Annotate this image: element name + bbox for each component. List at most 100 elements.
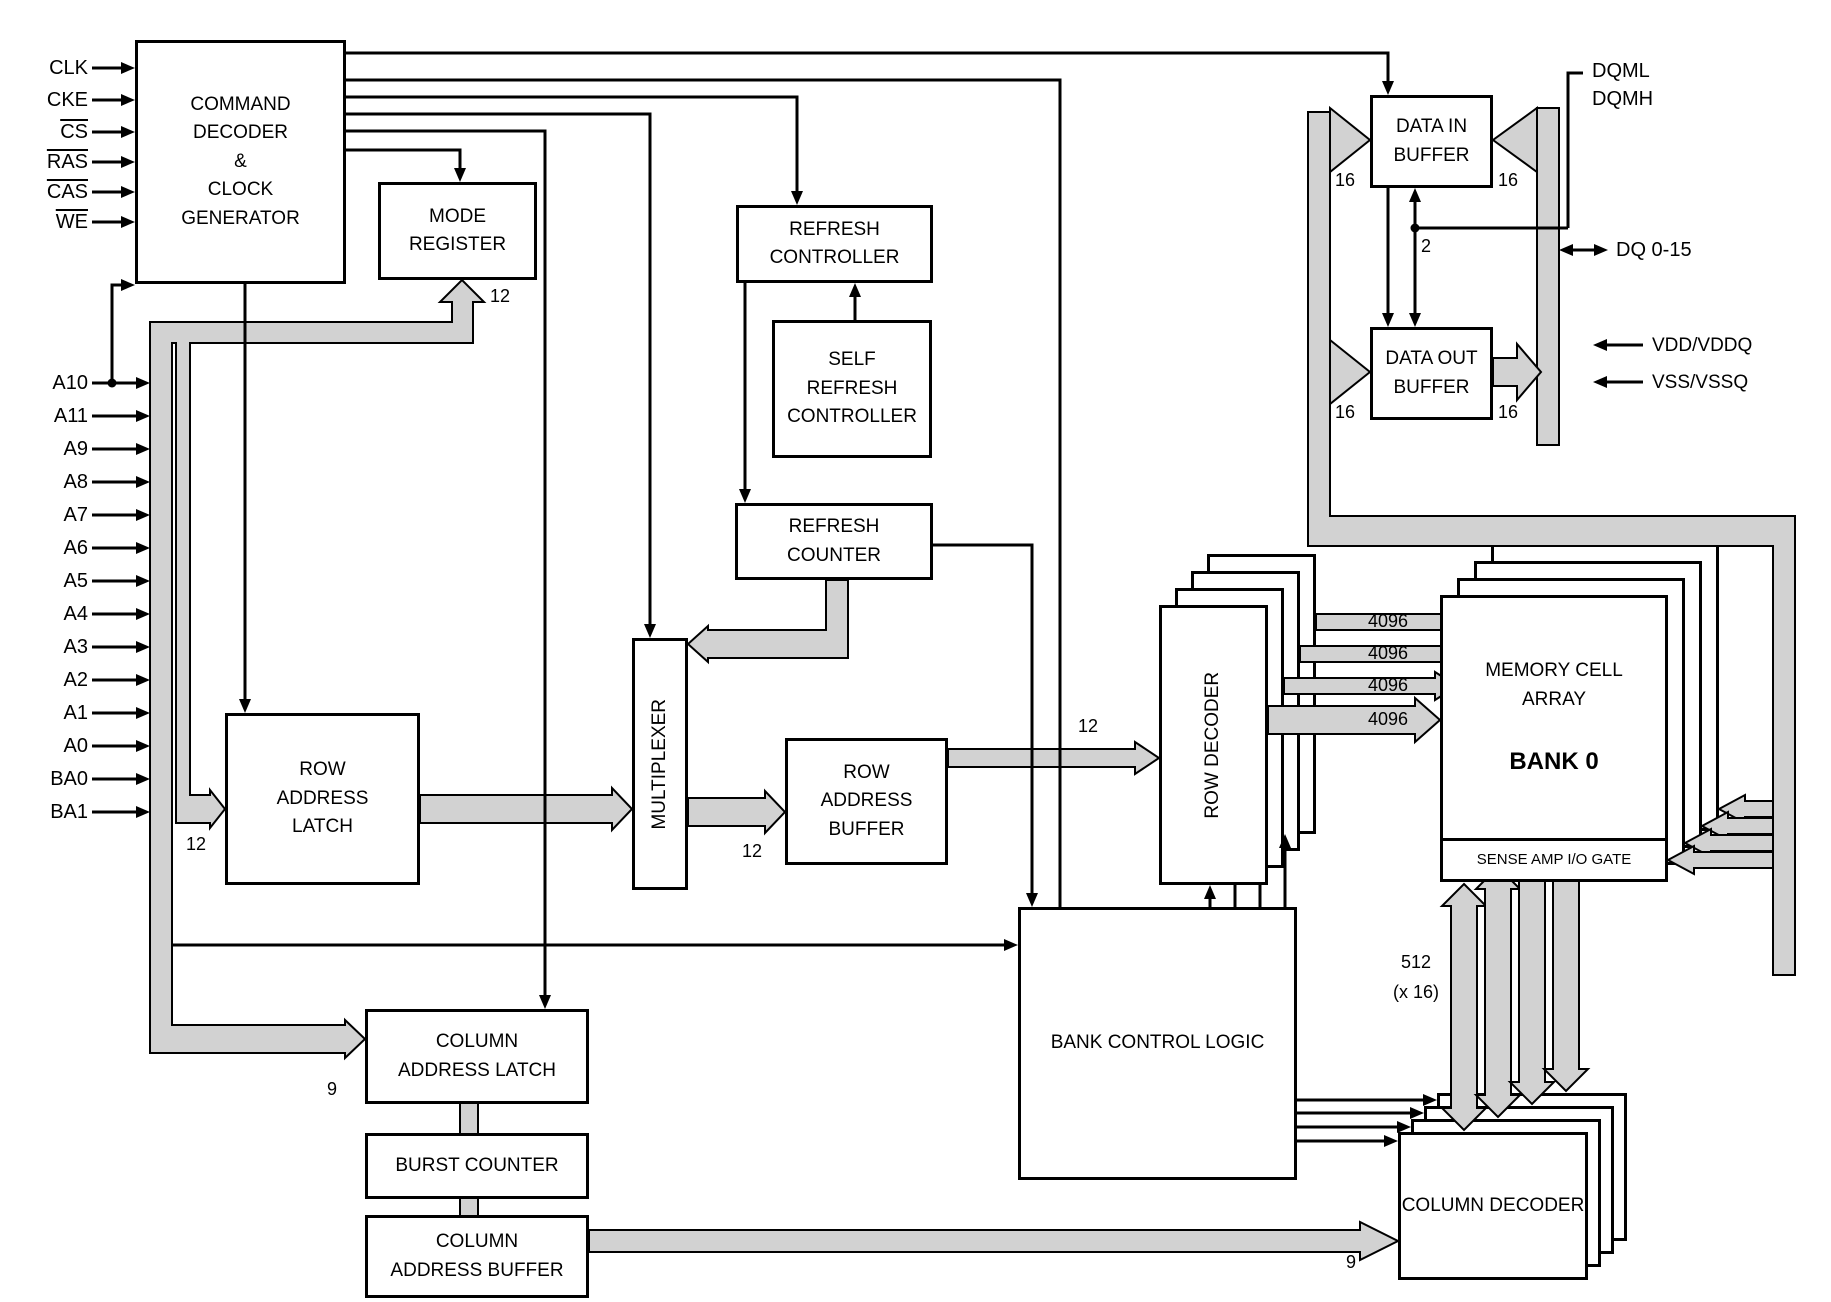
sense-amp-in-arrow xyxy=(1665,844,1774,876)
cab-to-coldec-bus xyxy=(588,1220,1401,1262)
bus-width-mux-out: 12 xyxy=(742,841,763,861)
burst-counter-block: BURST COUNTER xyxy=(365,1133,589,1199)
pin-cke: CKE xyxy=(46,89,88,111)
data-in-buffer-label: DATA IN BUFFER xyxy=(1393,116,1470,166)
pin-a1: A1 xyxy=(63,702,88,724)
pin-ras: RAS xyxy=(46,151,88,173)
data-in-right-arrow xyxy=(1491,106,1538,174)
pin-ba0: BA0 xyxy=(50,768,88,790)
bus-width-512: 512 xyxy=(1400,952,1432,972)
column-address-buffer-block: COLUMN ADDRESS BUFFER xyxy=(365,1215,589,1298)
pin-a7: A7 xyxy=(63,504,88,526)
arrowheads xyxy=(107,62,1608,1147)
wordline-bus xyxy=(1267,695,1442,745)
refresh-to-mux-bus xyxy=(686,579,849,665)
column-data-arrow xyxy=(1439,882,1489,1132)
row-address-latch-label: ROW ADDRESS LATCH xyxy=(276,759,369,838)
bank-control-logic-label: BANK CONTROL LOGIC xyxy=(1050,1032,1265,1054)
row-decoder-block: ROW DECODER xyxy=(1159,605,1268,885)
column-decoder-label: COLUMN DECODER xyxy=(1401,1194,1585,1216)
row-address-latch-block: ROW ADDRESS LATCH xyxy=(225,713,420,885)
multiplexer-block: MULTIPLEXER xyxy=(632,638,688,890)
pin-clk: CLK xyxy=(49,57,88,79)
cal-burst-connector xyxy=(459,1099,479,1137)
pin-a3: A3 xyxy=(63,636,88,658)
data-in-left-arrow xyxy=(1329,105,1372,175)
pin-a9: A9 xyxy=(63,438,88,460)
self-refresh-controller-block: SELF REFRESH CONTROLLER xyxy=(772,320,932,458)
bus-width-data-out-right: 16 xyxy=(1498,402,1519,422)
pin-cs: CS xyxy=(60,121,88,143)
label-dqml: DQML xyxy=(1592,60,1650,82)
self-refresh-controller-label: SELF REFRESH CONTROLLER xyxy=(787,349,917,428)
pin-a5: A5 xyxy=(63,570,88,592)
pin-a8: A8 xyxy=(63,471,88,493)
column-address-latch-block: COLUMN ADDRESS LATCH xyxy=(365,1009,589,1104)
bus-width-data-in-left: 16 xyxy=(1335,170,1356,190)
row-decoder-label: ROW DECODER xyxy=(1202,671,1224,819)
column-decoder-block: COLUMN DECODER xyxy=(1398,1132,1588,1280)
black-wires xyxy=(92,51,1643,1143)
command-decoder-label: COMMAND DECODER & CLOCK GENERATOR xyxy=(181,93,300,229)
bank0-label: BANK 0 xyxy=(1509,748,1599,775)
bank-control-logic-block: BANK CONTROL LOGIC xyxy=(1018,907,1297,1180)
latch-to-mux-bus xyxy=(419,785,634,833)
mode-register-block: MODE REGISTER xyxy=(378,182,537,280)
sense-amp-io-gate-label: SENSE AMP I/O GATE xyxy=(1476,850,1632,868)
label-dq: DQ 0-15 xyxy=(1616,239,1692,261)
column-address-latch-label: COLUMN ADDRESS LATCH xyxy=(397,1031,556,1081)
data-out-buffer-block: DATA OUT BUFFER xyxy=(1370,327,1493,420)
dq-pad-bus xyxy=(1536,107,1560,446)
label-vdd: VDD/VDDQ xyxy=(1652,335,1753,356)
pin-a4: A4 xyxy=(63,603,88,625)
pin-cas: CAS xyxy=(46,181,88,203)
memory-cell-array-label: MEMORY CELL ARRAY xyxy=(1485,660,1623,710)
bus-width-data-in-right: 16 xyxy=(1498,170,1519,190)
refresh-controller-block: REFRESH CONTROLLER xyxy=(736,205,933,283)
pin-a2: A2 xyxy=(63,669,88,691)
bus-width-data-out-left: 16 xyxy=(1335,402,1356,422)
refresh-counter-block: REFRESH COUNTER xyxy=(735,503,933,580)
mode-register-label: MODE REGISTER xyxy=(408,205,507,256)
pin-a10: A10 xyxy=(52,372,88,394)
address-bus xyxy=(149,278,487,1061)
refresh-controller-label: REFRESH CONTROLLER xyxy=(769,218,900,269)
command-decoder-block: COMMAND DECODER & CLOCK GENERATOR xyxy=(135,40,346,284)
data-loop-bus xyxy=(1307,111,1796,976)
data-out-buffer-label: DATA OUT BUFFER xyxy=(1385,348,1478,398)
pin-a11: A11 xyxy=(53,405,88,427)
burst-counter-label: BURST COUNTER xyxy=(395,1154,559,1176)
bus-width-x16: (x 16) xyxy=(1392,982,1439,1002)
label-dqmh: DQMH xyxy=(1592,88,1654,110)
column-address-buffer-label: COLUMN ADDRESS BUFFER xyxy=(390,1231,564,1281)
pin-a6: A6 xyxy=(63,537,88,559)
refresh-counter-label: REFRESH COUNTER xyxy=(787,516,881,566)
row-address-buffer-label: ROW ADDRESS BUFFER xyxy=(820,761,913,840)
bus-width-4096-2: 4096 xyxy=(1368,643,1409,663)
column-data-arrow xyxy=(1473,865,1523,1119)
multiplexer-label: MULTIPLEXER xyxy=(648,698,670,830)
bus-width-row-decoder: 12 xyxy=(1078,716,1099,736)
gray-buses xyxy=(149,105,1796,1262)
bus-width-row-latch: 12 xyxy=(186,834,207,854)
data-out-right-arrow xyxy=(1492,341,1543,403)
bus-width-4096-1: 4096 xyxy=(1368,611,1409,631)
label-vss: VSS/VSSQ xyxy=(1652,372,1749,393)
rab-to-rowdec-bus xyxy=(947,740,1161,776)
bus-width-col-latch: 9 xyxy=(327,1079,338,1099)
bus-width-dqm: 2 xyxy=(1421,236,1432,256)
pin-ba1: BA1 xyxy=(50,801,88,823)
bus-width-col-decoder: 9 xyxy=(1346,1252,1357,1272)
data-out-left-arrow xyxy=(1329,337,1372,407)
bus-width-4096-4: 4096 xyxy=(1368,709,1409,729)
pin-we: WE xyxy=(55,211,88,233)
bus-width-4096-3: 4096 xyxy=(1368,675,1409,695)
mux-to-rab-bus xyxy=(687,788,787,836)
data-in-buffer-block: DATA IN BUFFER xyxy=(1370,95,1493,188)
pin-a0: A0 xyxy=(63,735,88,757)
bus-width-mode-register: 12 xyxy=(490,286,511,306)
memory-cell-array-block: MEMORY CELL ARRAY BANK 0 xyxy=(1440,595,1668,842)
sense-amp-io-gate-block: SENSE AMP I/O GATE xyxy=(1440,838,1668,882)
